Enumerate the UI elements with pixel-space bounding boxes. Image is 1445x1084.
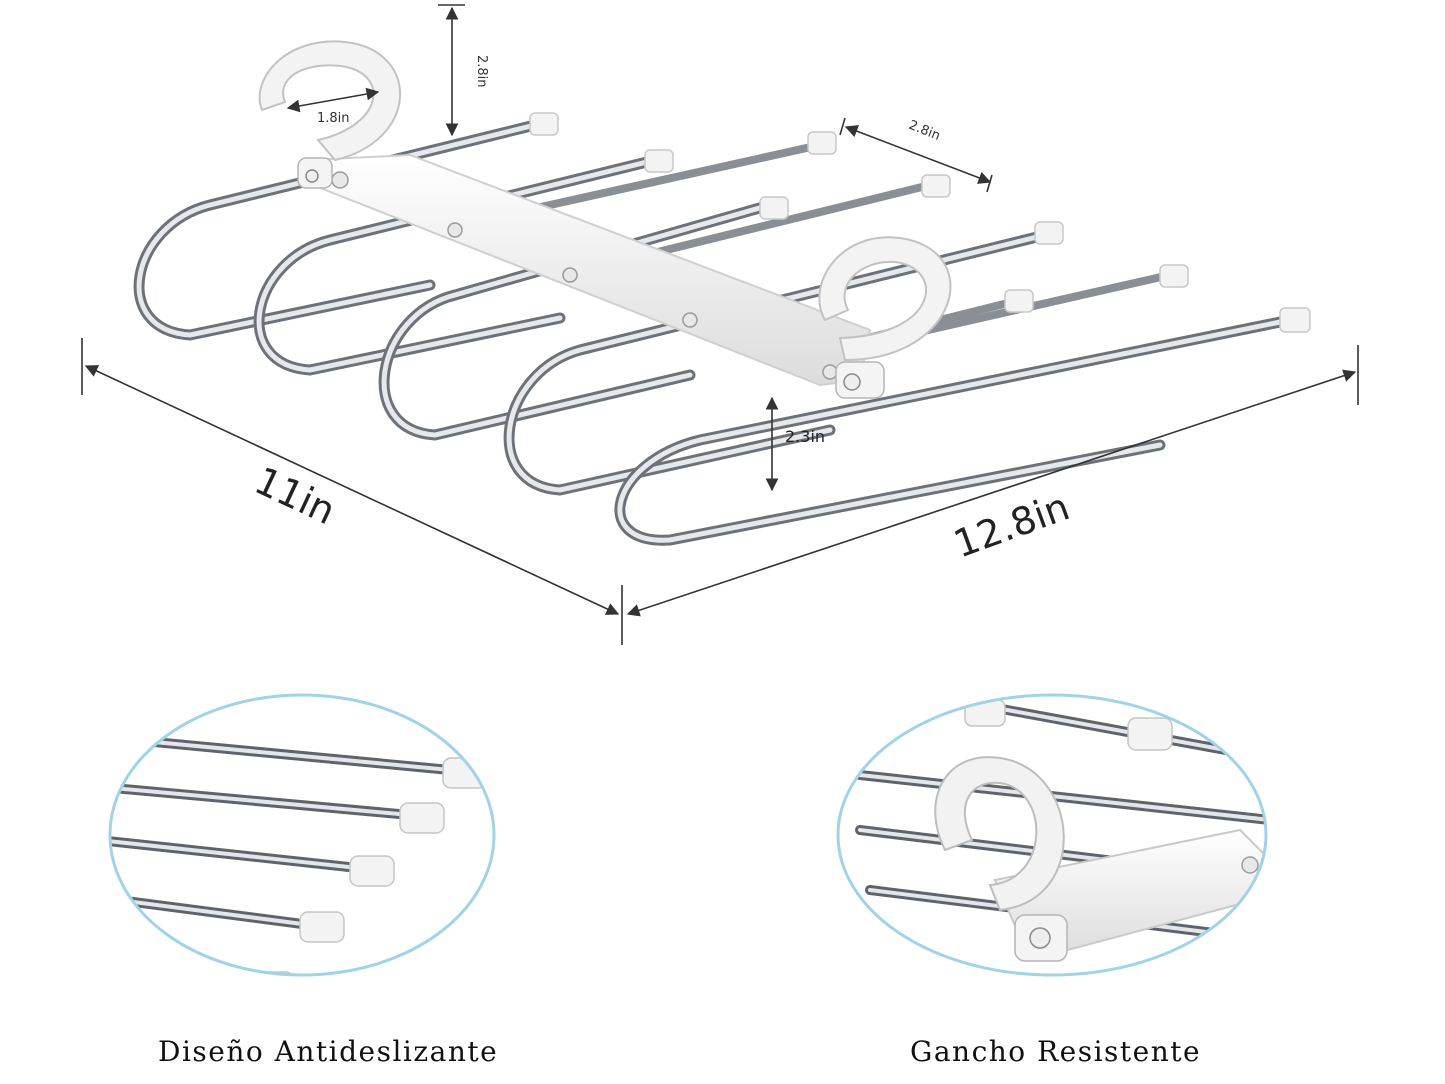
hanger-illustration xyxy=(133,40,1311,546)
rivet xyxy=(447,222,463,238)
label-width: 12.8in xyxy=(948,484,1075,566)
screw-icon xyxy=(1029,927,1051,949)
label-hook-height: 2.8in xyxy=(474,55,489,88)
anti-slip-cap xyxy=(399,802,445,834)
rod-end-cap xyxy=(644,149,674,173)
rod-end-cap xyxy=(1159,264,1189,288)
rod-end-cap xyxy=(759,196,789,220)
rod-end-cap xyxy=(529,112,559,136)
rod-end-cap xyxy=(921,174,951,198)
rod-end-cap xyxy=(1279,307,1311,333)
anti-slip-cap xyxy=(1127,717,1173,751)
screw-icon xyxy=(305,169,319,183)
rod-end-cap xyxy=(1034,221,1064,245)
hanger-rod xyxy=(133,119,541,341)
caption-sturdy-hook: Gancho Resistente xyxy=(910,1035,1202,1068)
rivet xyxy=(682,312,698,328)
anti-slip-cap xyxy=(349,855,395,887)
dim-rod-spacing xyxy=(844,125,992,184)
rod-end-cap xyxy=(1004,289,1034,313)
screw-icon xyxy=(843,373,861,391)
dim-depth xyxy=(84,365,620,615)
label-rod-drop: 2.3in xyxy=(785,427,825,446)
hook-detail xyxy=(934,756,1065,912)
label-hook-inner: 1.8in xyxy=(317,111,350,126)
dim-hook-inner xyxy=(286,87,380,113)
rivet xyxy=(1241,856,1259,874)
detail-circle-right xyxy=(836,693,1268,977)
rivet xyxy=(822,364,838,380)
caption-anti-slip: Diseño Antideslizante xyxy=(158,1035,499,1068)
hanger-rod xyxy=(614,314,1296,546)
detail-circle-left xyxy=(108,693,496,977)
rod-end-cap xyxy=(807,131,837,155)
anti-slip-cap xyxy=(299,911,345,943)
rivet xyxy=(562,267,578,283)
label-rod-spacing: 2.8in xyxy=(907,118,943,144)
dimension-lines xyxy=(81,4,1359,645)
rivet xyxy=(331,171,349,189)
label-depth: 11in xyxy=(248,458,342,533)
anti-slip-cap xyxy=(249,971,295,975)
dim-width xyxy=(626,369,1357,617)
hook-right xyxy=(818,236,952,362)
